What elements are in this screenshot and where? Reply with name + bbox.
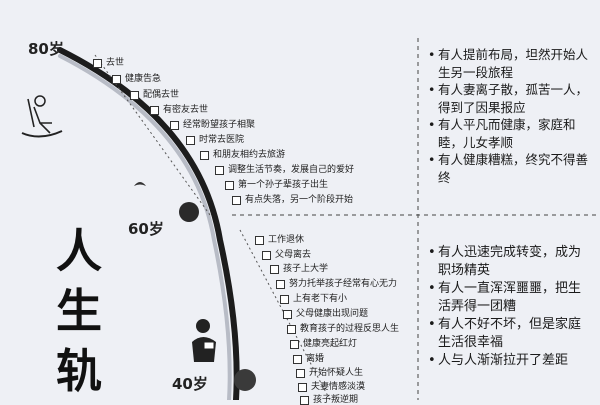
checkbox-icon — [255, 236, 264, 245]
event-text: 努力托举孩子经常有心无力 — [289, 279, 398, 289]
event-text: 配偶去世 — [143, 90, 180, 100]
event-text: 去世 — [106, 58, 125, 68]
event-item: 工作退休 — [255, 236, 304, 245]
outcome-item: 人与人渐渐拉开了差距 — [428, 352, 588, 370]
event-text: 离婚 — [306, 354, 325, 364]
outcome-item: 有人平凡而健康，家庭和睦，儿女孝顺 — [428, 116, 588, 151]
event-item: 经常盼望孩子相聚 — [170, 121, 255, 130]
checkbox-icon — [200, 151, 209, 160]
event-text: 时常去医院 — [199, 135, 245, 145]
event-text: 父母健康出现问题 — [296, 309, 369, 319]
event-item: 调整生活节奏，发展自己的爱好 — [215, 166, 354, 175]
checkbox-icon — [280, 295, 289, 304]
bird-icon — [134, 182, 146, 186]
event-item: 第一个孙子辈孩子出生 — [225, 181, 328, 190]
event-item: 开始怀疑人生 — [296, 369, 363, 378]
event-text: 教育孩子的过程反思人生 — [300, 324, 400, 334]
event-item: 离婚 — [293, 355, 324, 364]
checkbox-icon — [298, 383, 307, 392]
checkbox-icon — [225, 181, 234, 190]
event-item: 父母健康出现问题 — [283, 310, 368, 319]
checkbox-icon — [262, 251, 271, 260]
event-text: 经常盼望孩子相聚 — [183, 120, 256, 130]
event-item: 有点失落，另一个阶段开始 — [232, 196, 353, 205]
title-char-1: 人 — [56, 224, 102, 278]
event-text: 健康告急 — [125, 74, 162, 84]
checkbox-icon — [270, 265, 279, 274]
outcome-item: 有人妻离子散，孤苦一人，得到了因果报应 — [428, 81, 588, 116]
checkbox-icon — [215, 166, 224, 175]
event-item: 上有老下有小 — [280, 295, 347, 304]
checkbox-icon — [93, 59, 102, 68]
event-item: 孩子叛逆期 — [300, 396, 358, 405]
event-item: 有密友去世 — [150, 106, 208, 115]
event-item: 健康告急 — [112, 75, 161, 84]
event-text: 有点失落，另一个阶段开始 — [245, 195, 354, 205]
outcomes-panel-upper: 有人提前布局，坦然开始人生另一段旅程 有人妻离子散，孤苦一人，得到了因果报应 有… — [428, 46, 588, 186]
event-item: 孩子上大学 — [270, 265, 328, 274]
outcome-item: 有人迅速完成转变，成为职场精英 — [428, 244, 588, 280]
outcome-item: 有人不好不坏，但是家庭生活很幸福 — [428, 316, 588, 352]
event-text: 父母离去 — [275, 250, 312, 260]
age-label-60: 60岁 — [128, 220, 164, 238]
checkbox-icon — [290, 340, 299, 349]
age-label-40: 40岁 — [172, 375, 208, 393]
event-item: 努力托举孩子经常有心无力 — [276, 280, 397, 289]
event-item: 教育孩子的过程反思人生 — [287, 325, 399, 334]
checkbox-icon — [300, 396, 309, 405]
trajectory-arc-outer — [57, 47, 240, 400]
event-item: 和朋友相约去旅游 — [200, 151, 285, 160]
event-text: 调整生活节奏，发展自己的爱好 — [228, 165, 355, 175]
event-item: 配偶去世 — [130, 91, 179, 100]
event-text: 开始怀疑人生 — [309, 368, 364, 378]
rocking-chair-icon — [21, 95, 63, 138]
checkbox-icon — [112, 75, 121, 84]
outcomes-panel-lower: 有人迅速完成转变，成为职场精英 有人一直浑浑噩噩，把生活弄得一团糟 有人不好不坏… — [428, 244, 588, 370]
event-item: 父母离去 — [262, 251, 311, 260]
event-text: 上有老下有小 — [293, 294, 348, 304]
age-label-80: 80岁 — [28, 40, 64, 58]
checkbox-icon — [130, 91, 139, 100]
title-char-2: 生 — [56, 284, 102, 338]
checkbox-icon — [296, 369, 305, 378]
checkbox-icon — [287, 325, 296, 334]
checkbox-icon — [150, 106, 159, 115]
checkbox-icon — [276, 280, 285, 289]
event-item: 去世 — [93, 59, 124, 68]
outcome-item: 有人提前布局，坦然开始人生另一段旅程 — [428, 46, 588, 81]
age-marker-40 — [234, 369, 256, 391]
checkbox-icon — [283, 310, 292, 319]
event-text: 工作退休 — [268, 235, 305, 245]
title-char-3: 轨 — [56, 344, 102, 398]
event-text: 孩子上大学 — [283, 264, 329, 274]
event-text: 第一个孙子辈孩子出生 — [238, 180, 329, 190]
event-text: 健康亮起红灯 — [303, 339, 358, 349]
outcome-item: 有人健康糟糕，终究不得善终 — [428, 151, 588, 186]
age-marker-60 — [179, 202, 199, 222]
event-text: 和朋友相约去旅游 — [213, 150, 286, 160]
checkbox-icon — [293, 355, 302, 364]
checkbox-icon — [232, 196, 241, 205]
event-item: 健康亮起红灯 — [290, 340, 357, 349]
event-text: 孩子叛逆期 — [313, 395, 359, 405]
event-item: 夫妻情感淡漠 — [298, 383, 365, 392]
event-text: 夫妻情感淡漠 — [311, 382, 366, 392]
reading-person-icon — [192, 319, 216, 362]
outcome-item: 有人一直浑浑噩噩，把生活弄得一团糟 — [428, 280, 588, 316]
checkbox-icon — [186, 136, 195, 145]
checkbox-icon — [170, 121, 179, 130]
event-item: 时常去医院 — [186, 136, 244, 145]
trajectory-arc-inner — [58, 54, 232, 400]
event-text: 有密友去世 — [163, 105, 209, 115]
